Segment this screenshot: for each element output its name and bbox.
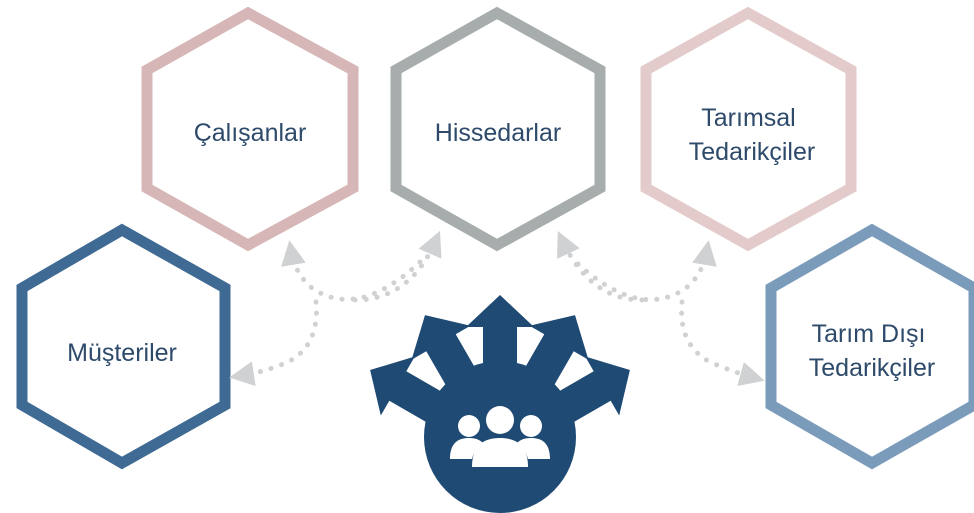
hexagon-tarimsal-label-line2: Tedarikçiler [689, 138, 815, 166]
arrow-to-hissedarlar [352, 230, 442, 303]
arrow-to-tarimsal [575, 240, 717, 303]
hexagon-tarim-disi-tedarikciler: Tarım Dışı Tedarikçiler [765, 223, 974, 470]
svg-text:Müşteriler: Müşteriler [67, 339, 177, 367]
group-icon [450, 406, 550, 467]
center-circle [424, 361, 576, 513]
arrow-to-calisanlar [281, 240, 423, 302]
arrow-to-musteriler [229, 299, 319, 387]
hexagon-tarimsal-shape [640, 6, 857, 252]
svg-text:Tarımsal Tedarikçiler: Tarımsal Tedarikçiler [689, 104, 815, 166]
center-hub [370, 295, 630, 513]
svg-text:Çalışanlar: Çalışanlar [194, 119, 307, 147]
hexagon-tarimsal-tedarikciler: Tarımsal Tedarikçiler [640, 6, 857, 252]
hexagon-musteriler-label: Müşteriler [67, 339, 177, 367]
hexagon-calisanlar-label: Çalışanlar [194, 119, 307, 147]
hexagon-hissedarlar: Hissedarlar [390, 6, 606, 252]
arrow-to-hissedarlar-right [557, 230, 645, 303]
hexagon-tarim-disi-shape [765, 223, 974, 470]
hexagon-hissedarlar-label: Hissedarlar [435, 119, 561, 147]
hexagon-musteriler: Müşteriler [16, 223, 231, 470]
hexagon-calisanlar: Çalışanlar [141, 6, 359, 252]
hexagon-musteriler-shape [16, 223, 231, 470]
svg-text:Tarım Dışı Tedarikçiler: Tarım Dışı Tedarikçiler [809, 320, 935, 382]
svg-text:Hissedarlar: Hissedarlar [435, 119, 561, 147]
connector-arrows [229, 230, 765, 387]
hexagon-hissedarlar-shape [390, 6, 606, 252]
arrow-to-tarim-disi [679, 299, 765, 387]
hexagon-calisanlar-shape [141, 6, 359, 252]
hexagon-tarim-disi-label-line1: Tarım Dışı [812, 320, 926, 348]
hexagon-tarimsal-label-line1: Tarımsal [701, 104, 795, 132]
hexagon-tarim-disi-label-line2: Tedarikçiler [809, 354, 935, 382]
